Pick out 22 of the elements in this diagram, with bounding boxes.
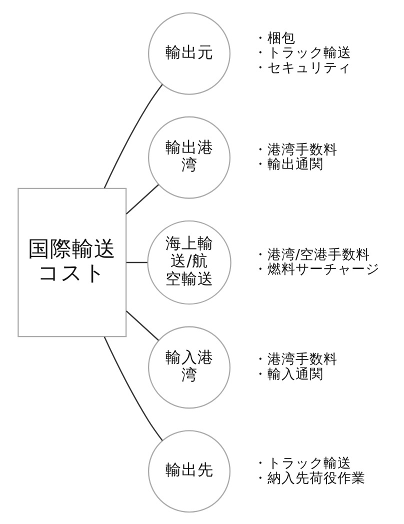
node-label: ・セキュリティ [252, 59, 351, 76]
node-label: ・トラック輸送 [252, 44, 351, 61]
node-label: ・港湾/空港手数料 [252, 246, 370, 262]
node-circle: 海上輸送/航空輸送 [146, 220, 231, 304]
node-label: ・輸入通関 [252, 366, 323, 382]
node-circle: 輸出港湾 [147, 116, 230, 198]
node-label: ・輸出通関 [252, 156, 323, 172]
node-circle: 輸入港湾 [147, 326, 230, 408]
connector [125, 184, 158, 214]
node-circle: 輸出元 [147, 12, 230, 94]
connector [126, 261, 147, 263]
connector [103, 84, 162, 188]
node-label: ・燃料サーチャージ [252, 260, 379, 277]
node-label: ・納入先荷役作業 [252, 470, 365, 486]
connector [103, 336, 162, 440]
connector [125, 310, 158, 340]
node-label: ・トラック輸送 [252, 455, 351, 472]
node-label: ・港湾手数料 [252, 351, 337, 368]
node-label: ・港湾手数料 [252, 141, 337, 158]
node-circle: 輸出先 [147, 430, 230, 512]
node-label: ・梱包 [252, 30, 295, 46]
node-box: 国際輸送コスト [17, 187, 126, 337]
